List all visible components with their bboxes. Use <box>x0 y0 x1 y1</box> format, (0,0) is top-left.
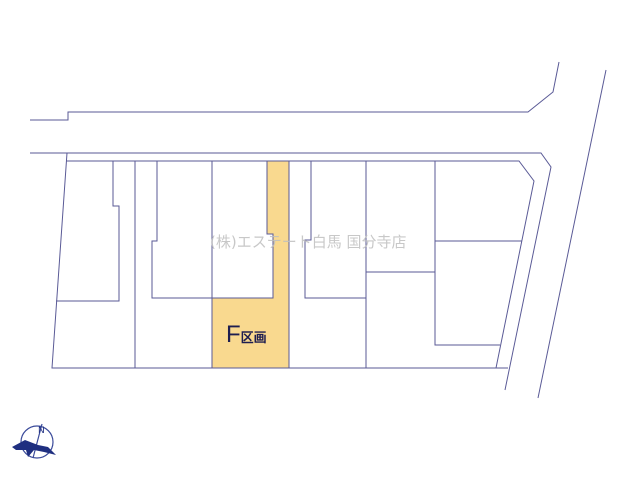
lot-suffix: 区画 <box>240 331 267 346</box>
compass-label: N <box>38 426 45 436</box>
lot-f-label: F区画 <box>226 322 267 352</box>
lot-divider-3 <box>365 161 435 368</box>
road-south-edge <box>30 152 552 391</box>
lots-boundary <box>51 152 535 369</box>
road-north-edge <box>30 61 560 121</box>
road-east-edge <box>537 69 607 399</box>
compass-north-icon: N <box>12 423 56 459</box>
lot-b-building <box>151 161 273 299</box>
lot-g-building <box>304 161 366 299</box>
lot-letter: F <box>226 321 241 348</box>
lot-divider-4 <box>434 161 522 346</box>
lot-a-building <box>56 161 120 302</box>
watermark: (株)エステート白馬 国分寺店 <box>210 233 407 251</box>
